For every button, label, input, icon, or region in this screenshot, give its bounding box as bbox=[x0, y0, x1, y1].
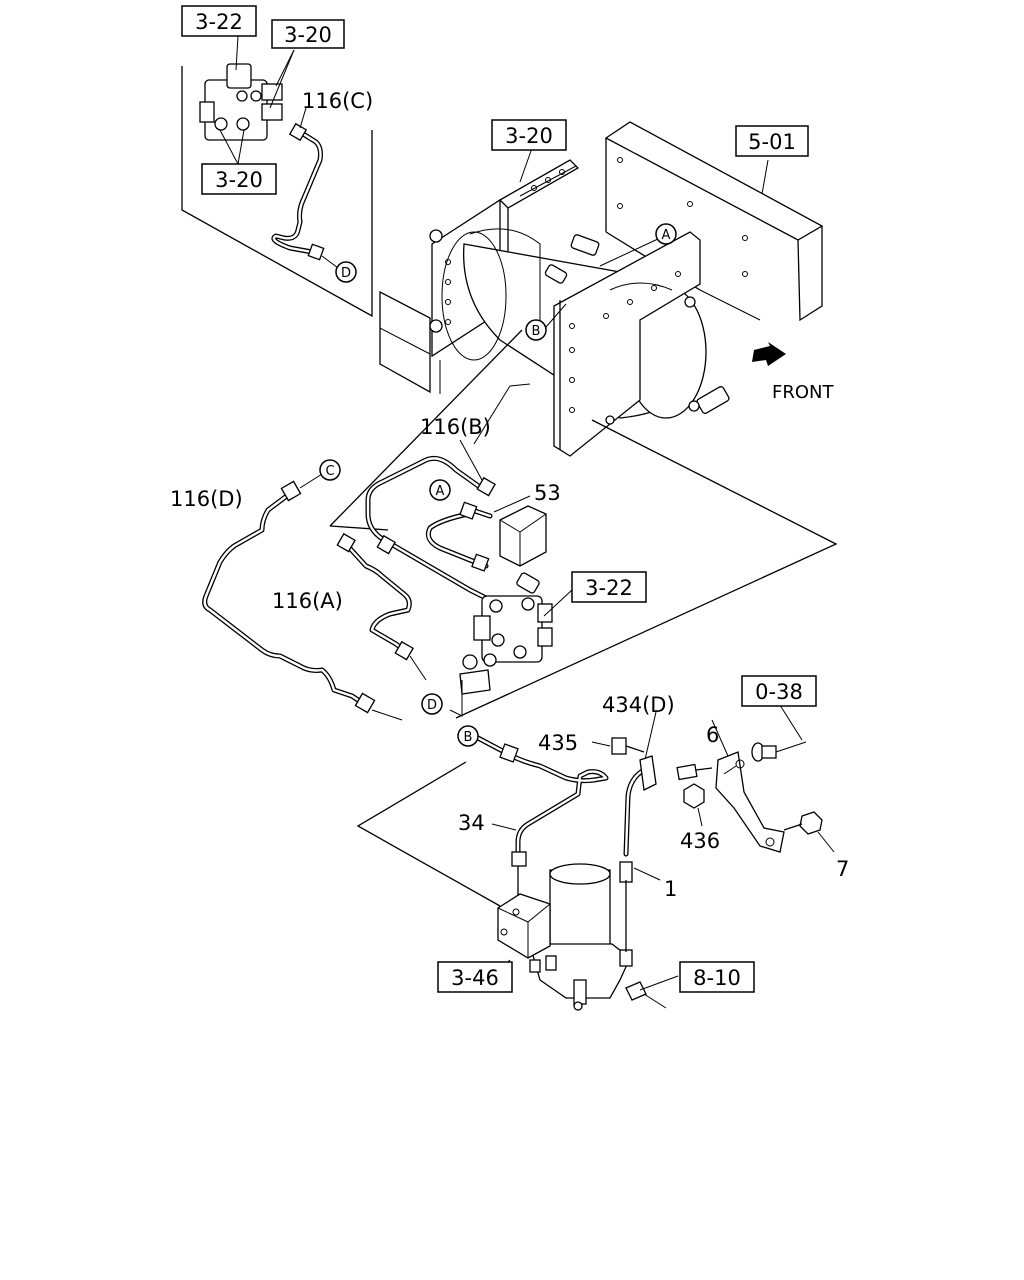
ref-box-3-46: 3-46 bbox=[437, 961, 513, 993]
connector-marker-b-lower: B bbox=[457, 725, 479, 747]
svg-text:D: D bbox=[341, 266, 351, 281]
connector-marker-d-top: D bbox=[335, 261, 357, 283]
ref-box-text: 3-22 bbox=[195, 10, 243, 34]
ref-box-3-20-top-right: 3-20 bbox=[271, 19, 345, 49]
svg-text:C: C bbox=[325, 464, 334, 479]
ref-box-8-10: 8-10 bbox=[679, 961, 755, 993]
label-116c: 116(C) bbox=[302, 89, 373, 113]
ref-box-3-22-middle: 3-22 bbox=[571, 571, 647, 603]
label-434d: 434(D) bbox=[602, 693, 675, 717]
front-label: FRONT bbox=[772, 382, 834, 403]
svg-text:A: A bbox=[662, 228, 671, 243]
air-tank-assembly bbox=[379, 147, 730, 457]
ref-box-3-20-tank: 3-20 bbox=[491, 119, 567, 151]
ref-box-text: 5-01 bbox=[748, 130, 796, 154]
label-436: 436 bbox=[680, 829, 720, 853]
label-116b: 116(B) bbox=[420, 415, 491, 439]
label-7: 7 bbox=[836, 857, 849, 881]
svg-text:B: B bbox=[532, 324, 541, 339]
connector-marker-d-middle: D bbox=[421, 693, 443, 715]
label-435: 435 bbox=[538, 731, 578, 755]
label-6: 6 bbox=[706, 723, 719, 747]
label-116a: 116(A) bbox=[272, 589, 343, 613]
connector-marker-c: C bbox=[319, 459, 341, 481]
label-34: 34 bbox=[458, 811, 485, 835]
label-116d: 116(D) bbox=[170, 487, 243, 511]
ref-box-text: 3-20 bbox=[284, 23, 332, 47]
svg-text:A: A bbox=[436, 484, 445, 499]
ref-box-3-20-top-left-lower: 3-20 bbox=[201, 163, 277, 195]
middle-pipe-section bbox=[202, 329, 838, 721]
valve-inset-top bbox=[181, 35, 373, 318]
ref-box-5-01: 5-01 bbox=[735, 125, 809, 157]
connector-marker-b-tank: B bbox=[525, 319, 547, 341]
connector-marker-a-middle: A bbox=[429, 479, 451, 501]
ref-box-text: 3-20 bbox=[505, 124, 553, 148]
ref-box-0-38: 0-38 bbox=[741, 675, 817, 707]
dryer-assembly bbox=[356, 701, 835, 1011]
connector-marker-a-tank: A bbox=[655, 223, 677, 245]
ref-box-text: 0-38 bbox=[755, 680, 803, 704]
ref-box-3-22-top: 3-22 bbox=[181, 5, 257, 37]
label-1: 1 bbox=[664, 877, 677, 901]
ref-box-text: 8-10 bbox=[693, 966, 741, 990]
ref-box-text: 3-20 bbox=[215, 168, 263, 192]
front-direction-arrow: FRONT bbox=[752, 342, 834, 403]
ref-box-text: 3-46 bbox=[451, 966, 499, 990]
ref-box-text: 3-22 bbox=[585, 576, 633, 600]
svg-text:D: D bbox=[427, 698, 437, 713]
svg-text:B: B bbox=[464, 730, 473, 745]
label-53: 53 bbox=[534, 481, 561, 505]
